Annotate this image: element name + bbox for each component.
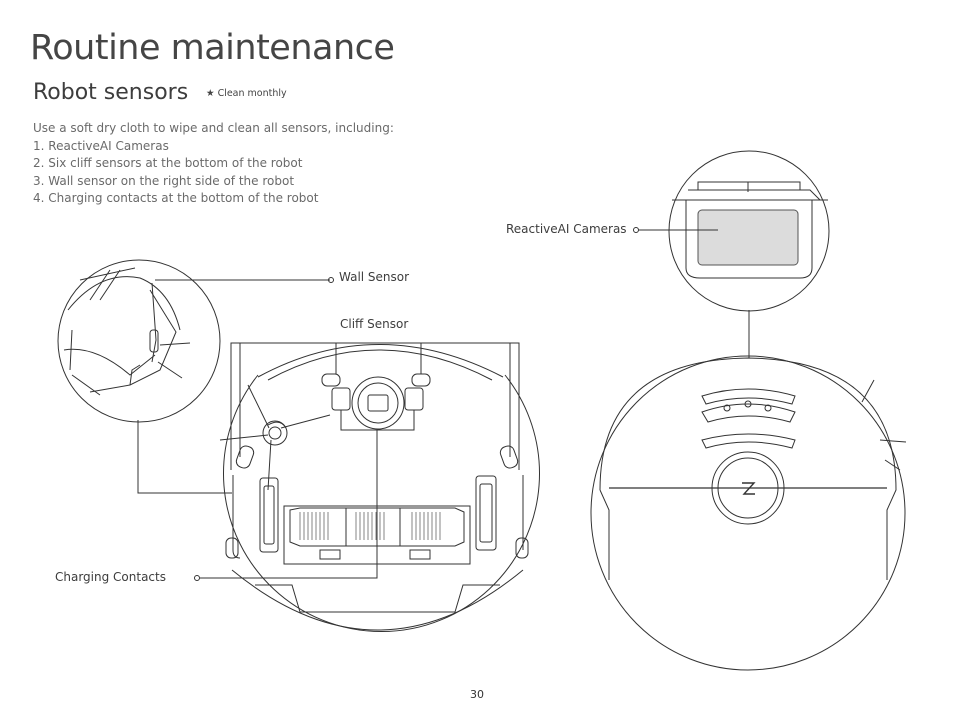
robot-bottom-view <box>194 342 540 633</box>
list-item: 1. ReactiveAI Cameras <box>33 138 169 153</box>
camera-detail <box>633 150 830 312</box>
list-item: 4. Charging contacts at the bottom of th… <box>33 191 319 206</box>
list-item: 2. Six cliff sensors at the bottom of th… <box>33 156 303 171</box>
note-text: Clean monthly <box>217 88 287 99</box>
star-icon: ★ <box>206 88 215 99</box>
section-title: Robot sensors <box>33 80 189 105</box>
wall-sensor-label: Wall Sensor <box>339 270 410 284</box>
cliff-sensor-label: Cliff Sensor <box>340 317 409 331</box>
roborock-logo-icon <box>742 482 756 495</box>
list-item: 3. Wall sensor on the right side of the … <box>33 173 295 188</box>
page-title: Routine maintenance <box>30 28 395 68</box>
intro-text: Use a soft dry cloth to wipe and clean a… <box>33 121 394 135</box>
reactiveai-cameras-label: ReactiveAI Cameras <box>506 222 627 236</box>
robot-top-view <box>590 310 907 671</box>
wall-sensor-detail <box>57 259 334 494</box>
page-number: 30 <box>470 688 484 701</box>
charging-contacts-label: Charging Contacts <box>55 570 166 584</box>
instructions: Use a soft dry cloth to wipe and clean a… <box>33 120 394 208</box>
clean-monthly-note: ★ Clean monthly <box>206 88 287 99</box>
